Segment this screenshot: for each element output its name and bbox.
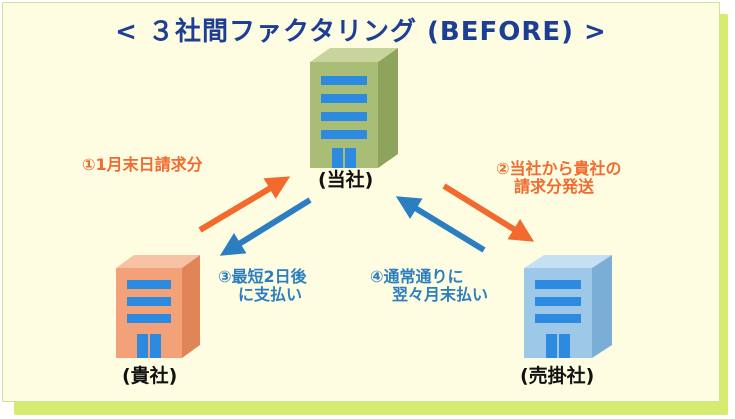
- flow-step-1-line-1: ①1月末日請求分: [82, 155, 203, 174]
- flow-step-2-label: ②当社から貴社の 請求分発送: [496, 159, 622, 197]
- your-company-label: (貴社): [122, 365, 178, 387]
- flow-step-3-label: ③最短2日後 に支払い: [218, 267, 307, 305]
- arrow-step-3: [219, 197, 312, 256]
- flow-step-4-label: ④通常通りに 翌々月末払い: [370, 267, 489, 305]
- flow-step-2-line-2: 請求分発送: [514, 177, 595, 197]
- our-company-label: (当社): [318, 169, 374, 191]
- seller-label: (売掛社): [520, 365, 595, 387]
- flow-step-4-line-2: 翌々月末払い: [392, 285, 489, 305]
- flow-step-2-line-1: ②当社から貴社の: [496, 159, 622, 178]
- diagram-title: < ３社間ファクタリング (BEFORE) >: [115, 17, 607, 47]
- flow-step-4-line-1: ④通常通りに: [370, 267, 464, 286]
- arrow-step-1: [198, 176, 291, 233]
- building-our-company-icon: [310, 48, 398, 168]
- arrow-step-4: [395, 196, 486, 253]
- arrow-step-2: [442, 183, 535, 242]
- building-your-company-icon: [116, 255, 200, 358]
- flow-step-3-line-2: に支払い: [238, 285, 303, 305]
- building-seller-icon: [524, 255, 612, 358]
- flow-step-3-line-1: ③最短2日後: [218, 267, 307, 286]
- flow-step-1-label: ①1月末日請求分: [82, 155, 203, 174]
